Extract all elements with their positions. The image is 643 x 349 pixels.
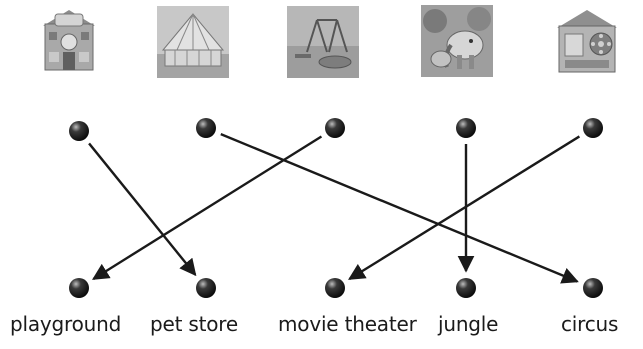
connection-arrow-3 [91, 135, 323, 281]
label-dot-movie-theater[interactable] [325, 278, 345, 298]
connection-arrow-1 [88, 142, 197, 277]
picture-dot-jungle[interactable] [456, 118, 476, 138]
jungle-animals-icon [421, 5, 493, 77]
circus-tent-icon [157, 6, 229, 78]
label-circus: circus [561, 312, 619, 336]
label-dot-pet-store[interactable] [196, 278, 216, 298]
picture-pet-store[interactable] [33, 4, 105, 76]
pet-store-building-icon [33, 4, 105, 76]
label-dot-playground[interactable] [69, 278, 89, 298]
picture-playground[interactable] [287, 6, 359, 78]
picture-movie-theater[interactable] [551, 4, 623, 76]
label-movie-theater: movie theater [278, 312, 417, 336]
picture-dot-movie-theater[interactable] [583, 118, 603, 138]
picture-dot-pet-store[interactable] [69, 121, 89, 141]
picture-dot-circus[interactable] [196, 118, 216, 138]
label-pet-store: pet store [150, 312, 238, 336]
movie-theater-building-icon [551, 4, 623, 76]
connection-arrow-2 [220, 133, 579, 284]
playground-icon [287, 6, 359, 78]
connection-arrow-5 [348, 135, 581, 281]
picture-circus[interactable] [157, 6, 229, 78]
label-playground: playground [10, 312, 122, 336]
label-dot-circus[interactable] [583, 278, 603, 298]
picture-jungle[interactable] [421, 5, 493, 77]
label-dot-jungle[interactable] [456, 278, 476, 298]
label-jungle: jungle [438, 312, 499, 336]
picture-dot-playground[interactable] [325, 118, 345, 138]
